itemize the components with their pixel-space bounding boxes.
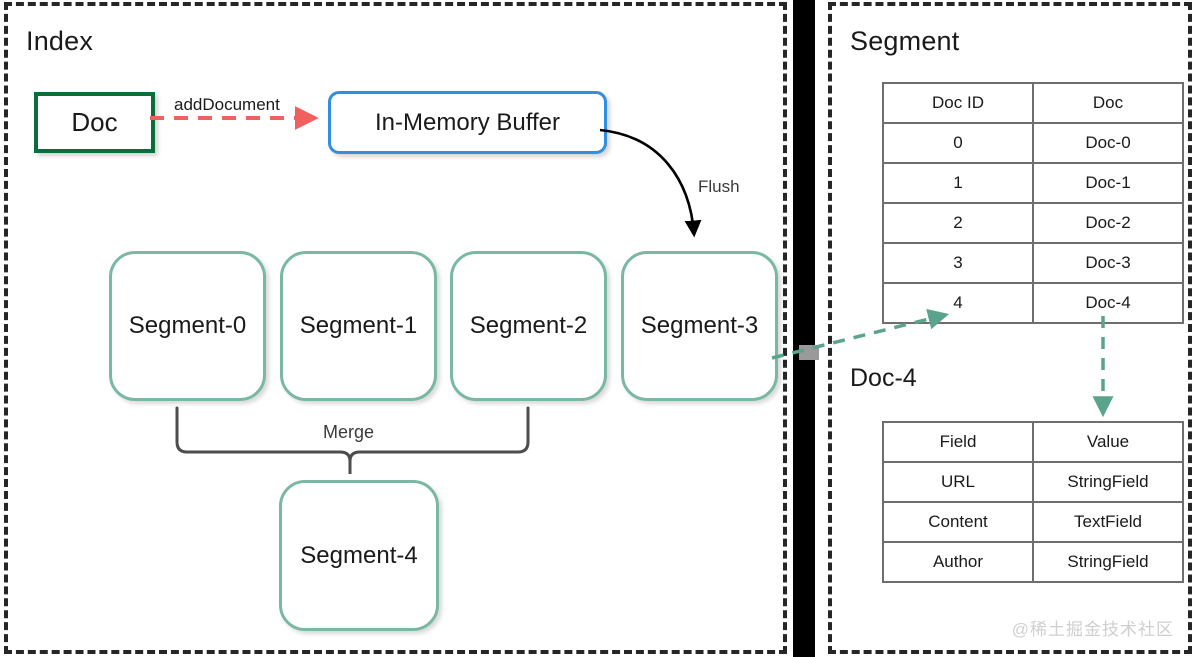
segment-doc-table: Doc ID Doc 0 Doc-0 1 Doc-1 2 Doc-2 3 D: [882, 82, 1184, 324]
table-row: 4 Doc-4: [882, 282, 1184, 324]
table-row: 3 Doc-3: [882, 242, 1184, 284]
segment-panel: Segment Doc ID Doc 0 Doc-0 1 Doc-1 2 Doc…: [828, 2, 1192, 654]
watermark-text: @稀土掘金技术社区: [1011, 620, 1174, 639]
cell-field: URL: [882, 461, 1034, 503]
doc-node[interactable]: Doc: [34, 92, 155, 153]
in-memory-buffer-node[interactable]: In-Memory Buffer: [328, 91, 607, 154]
cell-value: StringField: [1032, 461, 1184, 503]
column-header-doc: Doc: [1032, 82, 1184, 124]
segment-1-node[interactable]: Segment-1: [280, 251, 437, 401]
table-row: Author StringField: [882, 541, 1184, 583]
cell-doc-id: 0: [882, 122, 1034, 164]
cell-value: TextField: [1032, 501, 1184, 543]
cell-value: StringField: [1032, 541, 1184, 583]
table-row: URL StringField: [882, 461, 1184, 503]
table-row: 0 Doc-0: [882, 122, 1184, 164]
cell-doc-id: 1: [882, 162, 1034, 204]
table-row: 1 Doc-1: [882, 162, 1184, 204]
flush-edge-label: Flush: [698, 177, 740, 196]
doc-4-title: Doc-4: [850, 364, 917, 392]
cell-doc: Doc-0: [1032, 122, 1184, 164]
cell-field: Content: [882, 501, 1034, 543]
segment-panel-title: Segment: [850, 26, 960, 56]
doc-4-field-table: Field Value URL StringField Content Text…: [882, 421, 1184, 583]
cell-field: Author: [882, 541, 1034, 583]
segment-3-node[interactable]: Segment-3: [621, 251, 778, 401]
cell-doc: Doc-1: [1032, 162, 1184, 204]
segment-2-node[interactable]: Segment-2: [450, 251, 607, 401]
segment-4-node[interactable]: Segment-4: [279, 480, 439, 631]
index-panel-title: Index: [26, 26, 94, 56]
table-header-row: Doc ID Doc: [882, 82, 1184, 124]
cell-doc: Doc-3: [1032, 242, 1184, 284]
column-header-value: Value: [1032, 421, 1184, 463]
cell-doc-id: 2: [882, 202, 1034, 244]
table-row: 2 Doc-2: [882, 202, 1184, 244]
cell-doc-id: 4: [882, 282, 1034, 324]
cell-doc: Doc-4: [1032, 282, 1184, 324]
merge-edge-label: Merge: [323, 422, 375, 442]
index-panel: Index Doc In-Memory Buffer Segment-0 Seg…: [4, 2, 787, 654]
panel-divider: [793, 0, 815, 657]
cell-doc: Doc-2: [1032, 202, 1184, 244]
table-row: Content TextField: [882, 501, 1184, 543]
segment-0-node[interactable]: Segment-0: [109, 251, 266, 401]
cell-doc-id: 3: [882, 242, 1034, 284]
add-document-edge-label: addDocument: [174, 95, 280, 114]
column-header-doc-id: Doc ID: [882, 82, 1034, 124]
panel-divider-handle[interactable]: [799, 345, 819, 360]
column-header-field: Field: [882, 421, 1034, 463]
table-header-row: Field Value: [882, 421, 1184, 463]
